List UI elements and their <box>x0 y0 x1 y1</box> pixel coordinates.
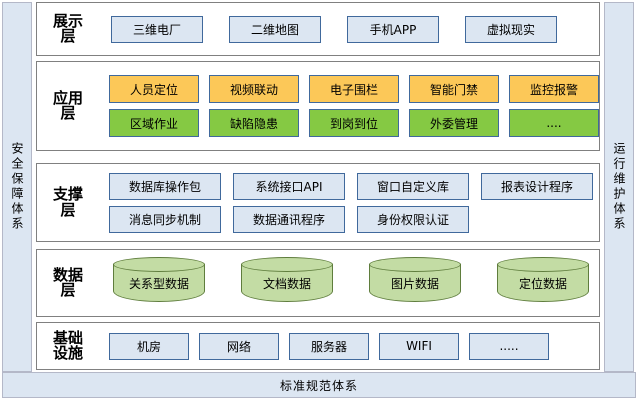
node-3d-power-plant[interactable]: 三维电厂 <box>111 15 203 43</box>
cylinder-image-data-label: 图片数据 <box>390 276 439 291</box>
layer-infrastructure-label: 基础设施 <box>53 328 84 362</box>
node-server[interactable]: 服务器 <box>289 332 369 360</box>
cylinder-document-data[interactable]: 文档数据 <box>241 257 333 309</box>
node-monitoring-alarm[interactable]: 监控报警 <box>509 75 599 103</box>
sidebar-left-label: 安全保障体系 <box>10 142 24 232</box>
node-mobile-app[interactable]: 手机APP <box>347 15 439 43</box>
node-video-linkage[interactable]: 视频联动 <box>209 75 299 103</box>
layer-support: 支撑层 数据库操作包 系统接口API 窗口自定义库 报表设计程序 消息同步机制 … <box>36 163 600 242</box>
layer-support-body: 数据库操作包 系统接口API 窗口自定义库 报表设计程序 消息同步机制 数据通讯… <box>99 172 599 233</box>
layer-presentation: 展示层 三维电厂 二维地图 手机APP 虚拟现实 <box>36 2 600 56</box>
node-on-post-on-duty[interactable]: 到岗到位 <box>309 109 399 137</box>
cylinder-document-data-label: 文档数据 <box>262 276 311 291</box>
node-smart-access-control[interactable]: 智能门禁 <box>409 75 499 103</box>
layer-application-row-1: 人员定位 视频联动 电子围栏 智能门禁 监控报警 <box>103 75 599 103</box>
node-infrastructure-more[interactable]: ..... <box>469 332 549 360</box>
node-message-sync-mechanism[interactable]: 消息同步机制 <box>109 205 221 233</box>
sidebar-left-security-system: 安全保障体系 <box>2 2 32 372</box>
cylinder-top <box>369 257 461 272</box>
sidebar-right-ops-maintenance-system: 运行维护体系 <box>604 2 634 372</box>
node-personnel-positioning[interactable]: 人员定位 <box>109 75 199 103</box>
layer-application: 应用层 人员定位 视频联动 电子围栏 智能门禁 监控报警 区域作业 缺陷隐患 到… <box>36 61 600 151</box>
node-wifi[interactable]: WIFI <box>379 332 459 360</box>
layer-presentation-body: 三维电厂 二维地图 手机APP 虚拟现实 <box>99 15 599 43</box>
node-server-room[interactable]: 机房 <box>109 332 189 360</box>
layer-presentation-label: 展示层 <box>53 11 84 45</box>
layer-data: 数据层 关系型数据 文档数据 图片数据 <box>36 249 600 317</box>
layer-support-label: 支撑层 <box>53 185 84 219</box>
cylinder-top <box>241 257 333 272</box>
cylinder-top <box>497 257 589 272</box>
node-outsourcing-management[interactable]: 外委管理 <box>409 109 499 137</box>
layer-support-row-2: 消息同步机制 数据通讯程序 身份权限认证 <box>103 205 595 233</box>
cylinder-image-data[interactable]: 图片数据 <box>369 257 461 309</box>
layer-data-row-1: 关系型数据 文档数据 图片数据 定位数据 <box>103 257 595 309</box>
cylinder-relational-data[interactable]: 关系型数据 <box>113 257 205 309</box>
cylinder-positioning-data-label: 定位数据 <box>518 276 567 291</box>
layer-presentation-row-1: 三维电厂 二维地图 手机APP 虚拟现实 <box>103 15 595 43</box>
cylinder-positioning-data[interactable]: 定位数据 <box>497 257 589 309</box>
layer-data-label: 数据层 <box>53 265 84 299</box>
node-data-communication-program[interactable]: 数据通讯程序 <box>233 205 345 233</box>
layer-infrastructure: 基础设施 机房 网络 服务器 WIFI ..... <box>36 322 600 370</box>
layer-application-label: 应用层 <box>53 88 84 122</box>
layer-data-body: 关系型数据 文档数据 图片数据 定位数据 <box>99 257 599 309</box>
node-defect-hazard[interactable]: 缺陷隐患 <box>209 109 299 137</box>
cylinder-top <box>113 257 205 272</box>
node-virtual-reality[interactable]: 虚拟现实 <box>465 15 557 43</box>
node-area-operation[interactable]: 区域作业 <box>109 109 199 137</box>
node-2d-map[interactable]: 二维地图 <box>229 15 321 43</box>
node-window-custom-library[interactable]: 窗口自定义库 <box>357 172 469 200</box>
node-electronic-fence[interactable]: 电子围栏 <box>309 75 399 103</box>
sidebar-right-label: 运行维护体系 <box>612 142 626 232</box>
layer-infrastructure-body: 机房 网络 服务器 WIFI ..... <box>99 332 599 360</box>
node-application-more[interactable]: .... <box>509 109 599 137</box>
bottom-bar-label: 标准规范体系 <box>279 378 358 393</box>
node-identity-permission-auth[interactable]: 身份权限认证 <box>357 205 469 233</box>
node-database-operation-package[interactable]: 数据库操作包 <box>109 172 221 200</box>
layer-application-row-2: 区域作业 缺陷隐患 到岗到位 外委管理 .... <box>103 109 599 137</box>
node-report-design-program[interactable]: 报表设计程序 <box>481 172 593 200</box>
cylinder-relational-data-label: 关系型数据 <box>128 276 189 291</box>
bottom-bar-standards-system: 标准规范体系 <box>2 372 636 398</box>
node-system-interface-api[interactable]: 系统接口API <box>233 172 345 200</box>
cylinder-body <box>497 264 589 302</box>
layer-support-row-1: 数据库操作包 系统接口API 窗口自定义库 报表设计程序 <box>103 172 595 200</box>
node-network[interactable]: 网络 <box>199 332 279 360</box>
layer-infrastructure-row-1: 机房 网络 服务器 WIFI ..... <box>103 332 595 360</box>
layer-application-body: 人员定位 视频联动 电子围栏 智能门禁 监控报警 区域作业 缺陷隐患 到岗到位 … <box>99 75 603 137</box>
